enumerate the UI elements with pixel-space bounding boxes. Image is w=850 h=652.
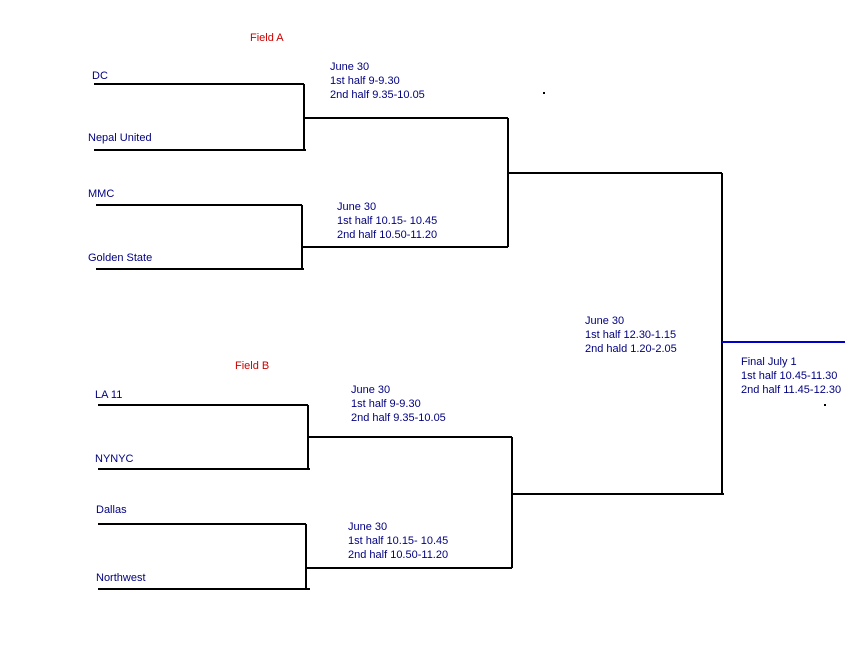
team-label-mmc: MMC [88,188,115,200]
final-half1: 1st half 10.45-11.30 [741,370,838,382]
semifinal-half1: 1st half 12.30-1.15 [585,329,677,341]
match-1-schedule: June 30 1st half 9-9.30 2nd half 9.35-10… [330,60,425,102]
team-label-nynyc: NYNYC [95,453,134,465]
semifinal-schedule: June 30 1st half 12.30-1.15 2nd hald 1.2… [585,314,677,356]
match-3-half1: 1st half 9-9.30 [351,398,421,410]
match-4-date: June 30 [348,521,388,533]
final-schedule: Final July 1 1st half 10.45-11.30 2nd ha… [741,355,841,397]
match-4-half1: 1st half 10.15- 10.45 [348,535,449,547]
match-2-half1: 1st half 10.15- 10.45 [337,215,438,227]
match-3-date: June 30 [351,384,391,396]
match-2-half2: 2nd half 10.50-11.20 [337,229,438,241]
semifinal-date: June 30 [585,315,625,327]
match-2-schedule: June 30 1st half 10.15- 10.45 2nd half 1… [337,200,437,242]
match-1-half1: 1st half 9-9.30 [330,75,400,87]
field-a-label: Field A [250,32,284,44]
match-2-date: June 30 [337,201,377,213]
match-1-half2: 2nd half 9.35-10.05 [330,89,425,101]
team-label-golden-state: Golden State [88,252,153,264]
match-4-half2: 2nd half 10.50-11.20 [348,549,449,561]
match-4-schedule: June 30 1st half 10.15- 10.45 2nd half 1… [348,520,448,562]
stray-dot [824,404,826,406]
team-label-la-11: LA 11 [95,389,123,401]
final-date: Final July 1 [741,356,797,368]
team-label-northwest: Northwest [96,572,146,584]
stray-dot [543,92,545,94]
final-half2: 2nd half 11.45-12.30 [741,384,842,396]
team-label-dc: DC [92,70,108,82]
match-3-schedule: June 30 1st half 9-9.30 2nd half 9.35-10… [351,383,446,425]
match-1-date: June 30 [330,61,370,73]
match-3-half2: 2nd half 9.35-10.05 [351,412,446,424]
team-label-nepal-united: Nepal United [88,132,152,144]
field-b-label: Field B [235,360,270,372]
semifinal-half2: 2nd hald 1.20-2.05 [585,343,677,355]
team-label-dallas: Dallas [96,504,127,516]
